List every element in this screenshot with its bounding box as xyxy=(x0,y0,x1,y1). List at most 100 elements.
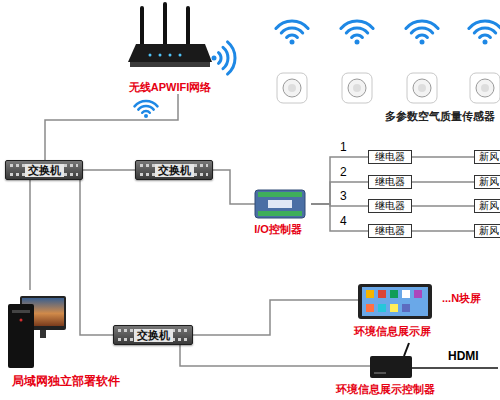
callout-number: 2 xyxy=(340,166,347,180)
node-label: 新风 xyxy=(479,225,499,237)
hdmi-cable xyxy=(412,367,498,369)
node-label: I/O控制器 xyxy=(253,223,303,236)
router-light xyxy=(159,54,162,57)
controller-port xyxy=(374,372,386,374)
node-label: 交换机 xyxy=(25,164,64,177)
app-icon xyxy=(414,290,422,298)
wifi-wave xyxy=(341,21,373,29)
pc-software: 局域网独立部署软件 xyxy=(3,290,128,389)
io-panel xyxy=(268,200,292,208)
network-wire xyxy=(80,180,113,335)
controller-box xyxy=(370,356,412,378)
network-wire xyxy=(213,170,245,204)
pc-power xyxy=(20,319,23,322)
sensor-core xyxy=(418,84,426,92)
router-antenna xyxy=(163,2,167,46)
network-wire xyxy=(311,157,368,204)
network-wire xyxy=(193,300,345,335)
wifi-dot xyxy=(212,56,217,61)
callout-number: 4 xyxy=(340,215,347,229)
sensor-face xyxy=(348,79,366,97)
relay-box: 继电器 xyxy=(368,224,412,238)
fresh-air-box: 新风 xyxy=(474,150,500,164)
fresh-air-box: 新风 xyxy=(474,175,500,189)
wifi-wave xyxy=(219,53,222,64)
router-light xyxy=(179,54,182,57)
sensor-body xyxy=(407,73,437,103)
node-label: 新风 xyxy=(479,151,499,163)
fresh-air-box: 新风 xyxy=(474,199,500,213)
router-base xyxy=(130,62,210,67)
wifi-dot xyxy=(483,40,488,45)
switch-box: 交换机 xyxy=(113,325,193,345)
io-terminal xyxy=(258,192,302,197)
sensor-face xyxy=(413,79,431,97)
wire-stub xyxy=(345,299,358,301)
callout-number: 3 xyxy=(340,190,347,204)
router-light xyxy=(149,54,152,57)
node-label: 环境信息展示屏 xyxy=(353,325,432,338)
wifi-dot xyxy=(144,114,148,118)
sensor-body xyxy=(277,73,307,103)
switch-box: 交换机 xyxy=(5,160,83,180)
wire-stub xyxy=(325,365,370,367)
group-label: 多参数空气质量传感器 xyxy=(385,110,495,123)
io-device xyxy=(255,190,305,218)
network-wire xyxy=(412,181,474,183)
sensor-body xyxy=(342,73,372,103)
display-controller: 环境信息展示控制器 xyxy=(325,352,445,396)
node-label: 新风 xyxy=(479,176,499,188)
router-antenna xyxy=(140,6,144,46)
node-label: 继电器 xyxy=(375,176,405,188)
node-label: 环境信息展示控制器 xyxy=(335,383,436,396)
io-terminal xyxy=(258,211,302,216)
wifi-dot xyxy=(290,40,295,45)
app-icon xyxy=(378,304,386,312)
network-wire xyxy=(412,156,474,158)
network-wire xyxy=(311,182,368,204)
wifi-wave xyxy=(142,111,150,113)
node-label: 继电器 xyxy=(375,151,405,163)
app-icon xyxy=(390,304,398,312)
network-wire xyxy=(45,94,178,160)
node-label: 继电器 xyxy=(375,225,405,237)
display-screen: 环境信息展示屏 xyxy=(345,283,440,338)
wifi-wave xyxy=(406,21,438,29)
wifi-wave xyxy=(287,35,298,38)
network-wire xyxy=(412,230,474,232)
network-wire xyxy=(412,205,474,207)
wifi-wave xyxy=(135,101,158,106)
sensor-body xyxy=(470,73,500,103)
interface-label: HDMI xyxy=(448,350,479,364)
network-wire xyxy=(29,180,31,290)
relay-box: 继电器 xyxy=(368,175,412,189)
wifi-wave xyxy=(474,28,495,33)
sensor-face xyxy=(283,79,301,97)
wifi-wave xyxy=(228,42,236,74)
wifi-wave xyxy=(138,106,153,110)
wifi-wave xyxy=(281,28,302,33)
note-text: ...N块屏 xyxy=(442,292,481,305)
router-light xyxy=(169,54,172,57)
app-icon xyxy=(378,290,386,298)
relay-box: 继电器 xyxy=(368,199,412,213)
callout-number: 1 xyxy=(340,141,347,155)
sensor-face xyxy=(476,79,494,97)
controller-antenna xyxy=(404,343,409,356)
router-antenna xyxy=(186,6,190,46)
io-controller: I/O控制器 xyxy=(245,188,311,236)
network-wire xyxy=(311,204,368,231)
node-label: 交换机 xyxy=(134,329,173,342)
wire-stub xyxy=(245,203,255,205)
app-icon xyxy=(366,290,374,298)
pc-tower xyxy=(8,304,34,368)
node-label: 交换机 xyxy=(155,164,194,177)
wifi-wave xyxy=(223,47,228,68)
wifi-wave xyxy=(352,35,363,38)
wifi-wave xyxy=(411,28,432,33)
app-icon xyxy=(402,290,410,298)
wifi-dot xyxy=(355,40,360,45)
